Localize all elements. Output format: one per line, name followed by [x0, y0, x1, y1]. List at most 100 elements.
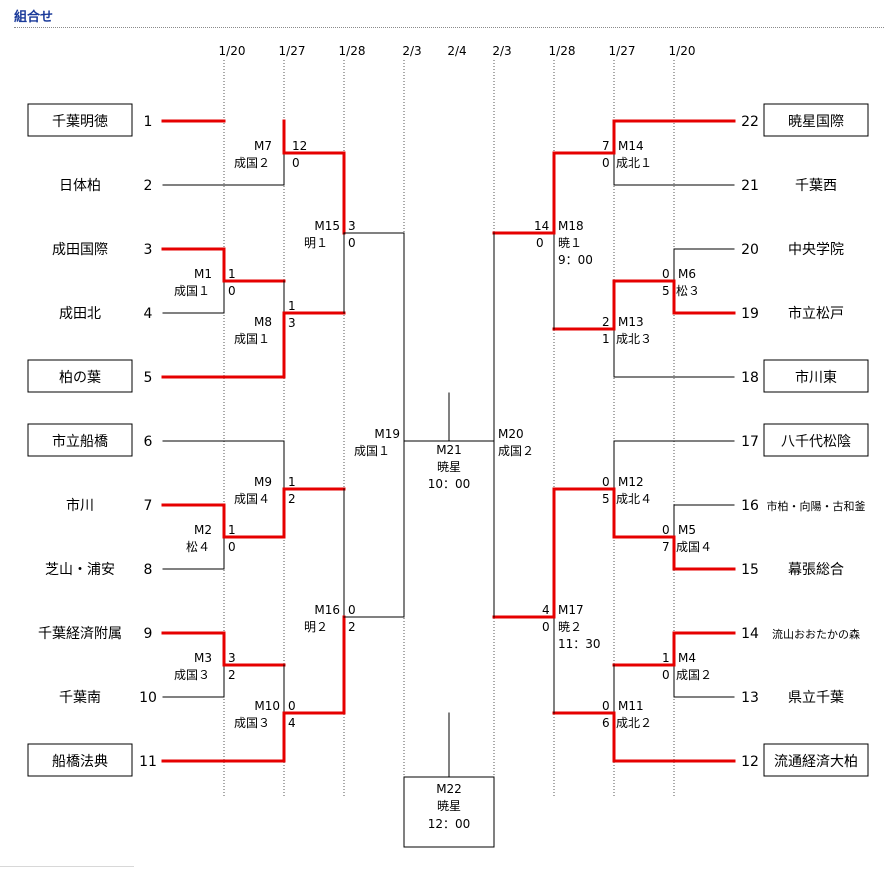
match-score: 6 — [602, 716, 610, 730]
match-score: 0 — [662, 668, 670, 682]
team-name: 千葉南 — [59, 690, 101, 706]
team-name: 暁星国際 — [788, 114, 844, 130]
team-name: 流通経済大柏 — [774, 754, 858, 770]
match-score: 0 — [536, 236, 544, 250]
team-seed-number: 7 — [144, 498, 153, 514]
match-result-label: 成国１ — [234, 332, 270, 346]
team-name: 市川 — [66, 497, 94, 514]
team-box — [763, 743, 869, 777]
match-id-label: M10 — [254, 699, 280, 713]
match-result-label: 暁２ — [558, 620, 582, 634]
match-result-label: 成国４ — [234, 492, 270, 506]
team-name: 日体柏 — [59, 178, 101, 194]
team-name: 流山おおたかの森 — [772, 627, 860, 641]
match-score: 0 — [662, 523, 670, 537]
match-score: 2 — [348, 620, 356, 634]
match-id-label: M16 — [314, 603, 340, 617]
match-result-label: 成国３ — [234, 716, 270, 730]
team-name: 千葉明徳 — [52, 114, 108, 130]
match-result-label: 成国２ — [234, 156, 270, 170]
round-date-label: 1/27 — [279, 44, 306, 58]
match-result-label: 暁１ — [558, 236, 582, 250]
match-score: 0 — [602, 699, 610, 713]
match-time-label: 11：30 — [558, 637, 601, 651]
match-id-label: M8 — [254, 315, 272, 329]
match-score: 0 — [602, 156, 610, 170]
match-id-label: M3 — [194, 651, 212, 665]
match-result-label: 暁星 — [437, 460, 461, 474]
team-name: 八千代松陰 — [781, 434, 851, 450]
match-id-label: M19 — [374, 427, 400, 441]
match-score: 1 — [288, 299, 296, 313]
match-id-label: M12 — [618, 475, 644, 489]
match-score: 0 — [288, 699, 296, 713]
team-box — [27, 359, 133, 393]
round-date-label: 1/20 — [669, 44, 696, 58]
team-name: 成田国際 — [52, 242, 108, 258]
match-id-label: M6 — [678, 267, 696, 281]
match-result-label: 成国３ — [174, 668, 210, 682]
team-name: 県立千葉 — [788, 690, 844, 706]
team-seed-number: 22 — [741, 114, 759, 130]
team-seed-number: 5 — [144, 370, 153, 386]
match-score: 4 — [288, 716, 296, 730]
team-seed-number: 1 — [144, 114, 153, 130]
team-name: 芝山・浦安 — [45, 562, 115, 578]
match-time-label: 12：00 — [428, 817, 471, 831]
match-id-label: M21 — [436, 443, 462, 457]
match-result-label: 成国１ — [354, 444, 390, 458]
match-id-label: M9 — [254, 475, 272, 489]
match-score: 0 — [228, 284, 236, 298]
match-id-label: M17 — [558, 603, 584, 617]
match-score: 7 — [662, 540, 670, 554]
team-seed-number: 3 — [144, 242, 153, 258]
match-score: 0 — [348, 603, 356, 617]
team-seed-number: 17 — [741, 434, 759, 450]
match-result-label: 成北２ — [616, 716, 652, 730]
team-box — [27, 743, 133, 777]
match-result-label: 暁星 — [437, 799, 461, 813]
team-name: 千葉西 — [795, 178, 837, 194]
page-title: 組合せ — [14, 10, 54, 25]
team-name: 柏の葉 — [59, 370, 101, 386]
bottom-divider — [0, 866, 134, 867]
team-box — [763, 359, 869, 393]
match-score: 1 — [228, 267, 236, 281]
match-result-label: 成国１ — [174, 284, 210, 298]
team-name: 市川東 — [795, 369, 837, 386]
team-seed-number: 9 — [144, 626, 153, 642]
match-id-label: M13 — [618, 315, 644, 329]
team-seed-number: 10 — [139, 690, 157, 706]
match-score: 0 — [602, 475, 610, 489]
team-seed-number: 20 — [741, 242, 759, 258]
match-result-label: 成北３ — [616, 332, 652, 346]
match-score: 1 — [602, 332, 610, 346]
match-id-label: M15 — [314, 219, 340, 233]
team-seed-number: 2 — [144, 178, 153, 194]
match-result-label: 成国２ — [676, 668, 712, 682]
match-score: 14 — [534, 219, 549, 233]
match-id-label: M20 — [498, 427, 524, 441]
round-date-label: 2/3 — [402, 44, 421, 58]
team-name: 中央学院 — [788, 242, 844, 258]
match-id-label: M1 — [194, 267, 212, 281]
match-score: 2 — [602, 315, 610, 329]
round-date-label: 1/27 — [609, 44, 636, 58]
team-seed-number: 15 — [741, 562, 759, 578]
team-box — [27, 423, 133, 457]
team-seed-number: 16 — [741, 498, 759, 514]
team-seed-number: 19 — [741, 306, 759, 322]
match-score: 0 — [348, 236, 356, 250]
match-result-label: 成北４ — [616, 492, 652, 506]
match-score: 1 — [662, 651, 670, 665]
match-score: 1 — [288, 475, 296, 489]
round-date-label: 1/20 — [219, 44, 246, 58]
match-id-label: M14 — [618, 139, 644, 153]
match-score: 5 — [662, 284, 670, 298]
match-time-label: 9：00 — [558, 253, 593, 267]
team-name: 千葉経済附属 — [38, 626, 122, 642]
match-score: 0 — [662, 267, 670, 281]
match-result-label: 松４ — [186, 540, 210, 554]
match-score: 3 — [288, 316, 296, 330]
team-name: 成田北 — [59, 306, 101, 322]
